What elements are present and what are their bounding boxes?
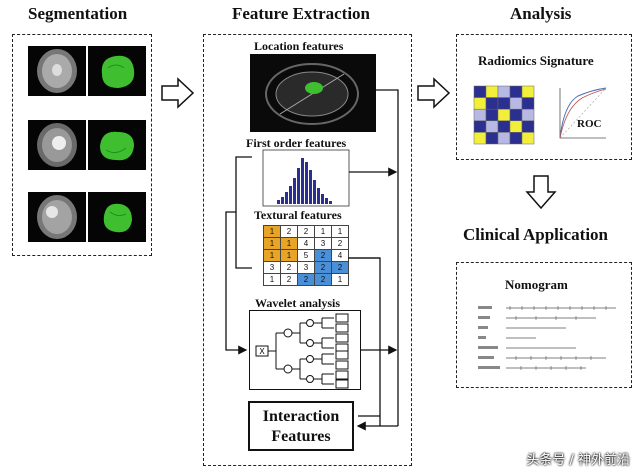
mri-slice-3: [28, 192, 86, 242]
tumor-render-3: [88, 192, 146, 242]
matrix-cell: 1: [263, 225, 281, 238]
matrix-cell: 2: [331, 261, 349, 274]
matrix-cell: 4: [331, 249, 349, 262]
nomogram-panel: [456, 262, 632, 388]
nomogram-label: Nomogram: [505, 277, 568, 292]
wavelet-root-label: X: [259, 347, 265, 356]
histogram-plot: [262, 149, 350, 207]
analysis-heading: Analysis: [510, 4, 572, 23]
mri-slice-2: [28, 120, 86, 170]
tumor-render-2: [88, 120, 146, 170]
nomogram-plot: [478, 306, 616, 370]
segmentation-heading: Segmentation: [28, 4, 128, 23]
arrow-to-clinical: [525, 175, 557, 210]
analysis-panel: [456, 34, 632, 160]
matrix-cell: 1: [331, 273, 349, 286]
matrix-cell: 2: [314, 249, 332, 262]
location-features-label: Location features: [254, 39, 344, 53]
interaction-label-line1: Interaction: [262, 408, 340, 425]
matrix-cell: 1: [263, 237, 281, 250]
roc-label: ROC: [577, 118, 602, 130]
interaction-label-line2: Features: [271, 428, 331, 445]
wavelet-analysis-label: Wavelet analysis: [255, 296, 341, 310]
location-features-image: [250, 54, 376, 132]
feature-extraction-heading: Feature Extraction: [232, 4, 371, 23]
mri-slice-1: [28, 46, 86, 96]
first-order-features-label: First order features: [246, 136, 347, 150]
matrix-cell: 1: [280, 249, 298, 262]
feature-extraction-panel: [203, 34, 412, 466]
roc-curve-plot: [559, 87, 607, 139]
interaction-features-box: Interaction Features: [248, 401, 354, 451]
matrix-cell: 1: [280, 237, 298, 250]
tumor-render-1: [88, 46, 146, 96]
matrix-cell: 2: [297, 273, 315, 286]
texture-matrix: 1 2 2 1 1 1 1 4 3 2 1 1 5 2 4 3 2 3 2 2 …: [263, 225, 349, 286]
arrow-to-features: [161, 77, 195, 109]
radiomics-heatmap: [473, 85, 535, 145]
wavelet-diagram: X: [249, 310, 361, 390]
watermark: 头条号 / 神外前沿: [526, 453, 630, 468]
arrow-to-analysis: [417, 77, 451, 109]
matrix-cell: 2: [314, 273, 332, 286]
segmentation-panel: [12, 34, 152, 256]
textural-features-label: Textural features: [254, 208, 342, 222]
radiomics-signature-label: Radiomics Signature: [478, 53, 594, 68]
clinical-application-heading: Clinical Application: [463, 225, 608, 244]
matrix-cell: 1: [263, 249, 281, 262]
